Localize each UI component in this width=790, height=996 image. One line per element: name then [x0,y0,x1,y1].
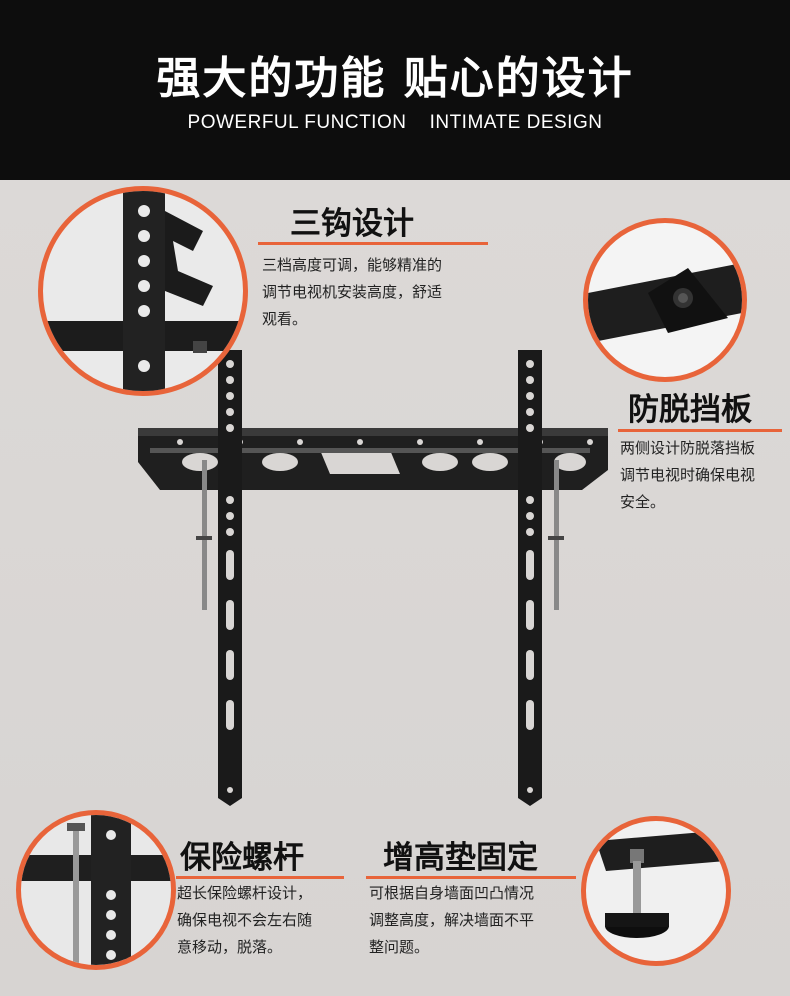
hooks-feature-title: 三钩设计 [290,206,414,242]
spacer-pad-closeup-icon [596,831,726,938]
screw-title-underline [176,876,344,879]
safety-screw-closeup-icon [21,815,171,965]
guard-closeup-circle [583,218,747,382]
pad-closeup-circle [581,816,731,966]
tv-wall-mount-bracket-icon [138,350,608,806]
guard-title-underline [618,429,782,432]
guard-plate-closeup-icon [588,263,742,343]
tv-wall-mount-bracket-image [130,350,620,820]
screw-feature-desc: 超长保险螺杆设计， 确保电视不会左右随 意移动，脱落。 [177,884,313,956]
pad-title-underline [366,876,576,879]
guard-feature-title: 防脱挡板 [628,392,752,428]
screw-closeup-circle [16,810,176,970]
guard-feature-desc: 两侧设计防脱落挡板 调节电视时确保电视 安全。 [620,439,756,511]
hooks-closeup-circle [38,186,248,396]
header-banner: 强大的功能 贴心的设计 POWERFUL FUNCTION INTIMATE D… [0,0,790,180]
hooks-feature-desc: 三档高度可调，能够精准的 调节电视机安装高度，舒适 观看。 [262,256,443,328]
page-subtitle: POWERFUL FUNCTION INTIMATE DESIGN [187,112,603,133]
screw-feature-title: 保险螺杆 [180,840,304,876]
hook-bracket-closeup-icon [43,191,243,391]
pad-feature-desc: 可根据自身墙面凹凸情况 调整高度，解决墙面不平 整问题。 [369,884,535,956]
page-title: 强大的功能 贴心的设计 [156,53,634,104]
hooks-title-underline [258,242,488,245]
pad-feature-title: 增高垫固定 [383,840,538,876]
product-showcase: 三钩设计 三档高度可调，能够精准的 调节电视机安装高度，舒适 观看。 防脱挡板 … [0,180,790,996]
